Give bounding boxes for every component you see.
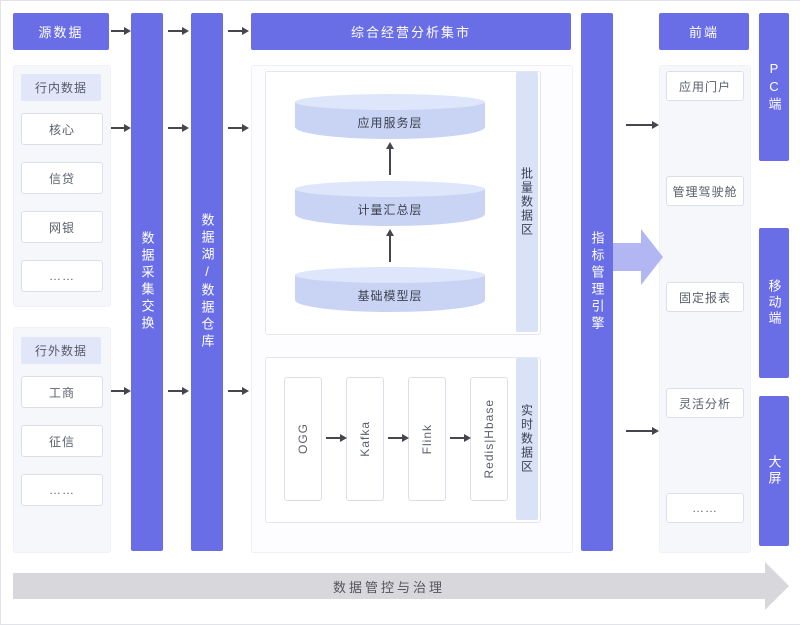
governance-label: 数据管控与治理: [332, 579, 445, 595]
frontend-item-cockpit: 管理驾驶舱: [666, 176, 744, 206]
arrow-up-icon: [386, 229, 394, 262]
frontend-item-flex-analysis: 灵活分析: [666, 388, 744, 418]
channel-bigscreen: 大屏: [759, 396, 789, 546]
source-item-ebank: 网银: [21, 211, 103, 243]
indicator-engine-label: 指标管理引擎: [589, 231, 605, 333]
source-item-core: 核心: [21, 113, 103, 145]
arrow-right-icon: [228, 387, 249, 395]
arrow-right-icon: [450, 434, 471, 442]
arrow-right-icon: [626, 121, 659, 129]
batch-zone-strip: 批量数据区: [516, 72, 538, 332]
arrow-right-icon: [111, 387, 131, 395]
frontend-header: 前端: [659, 13, 749, 50]
indicator-engine-bar: 指标管理引擎: [581, 13, 613, 551]
data-collection-bar: 数据采集交换: [131, 13, 163, 551]
source-item-creditinfo: 征信: [21, 425, 103, 457]
engine-to-frontend-arrowhead: [641, 229, 663, 285]
realtime-zone-label: 实时数据区: [519, 404, 534, 474]
frontend-item-portal: 应用门户: [666, 71, 744, 101]
realtime-component-kafka: Kafka: [346, 377, 384, 501]
channel-bigscreen-label: 大屏: [766, 455, 782, 487]
channel-mobile: 移动端: [759, 228, 789, 378]
realtime-component-label: Kafka: [358, 421, 372, 457]
arrow-right-icon: [326, 434, 347, 442]
arrow-right-icon: [111, 124, 131, 132]
data-lake-bar: 数据湖/数据仓库: [191, 13, 223, 551]
frontend-item-more: ……: [666, 493, 744, 523]
channel-mobile-label: 移动端: [766, 279, 782, 327]
data-lake-label: 数据湖/数据仓库: [199, 213, 215, 351]
realtime-component-label: Redis|Hbase: [482, 399, 496, 479]
arrow-right-icon: [168, 387, 189, 395]
source-item-more: ……: [21, 260, 103, 292]
source-data-header: 源数据: [13, 13, 109, 50]
batch-layer-measure-summary: 计量汇总层: [295, 181, 485, 226]
batch-layer-app-service: 应用服务层: [295, 94, 485, 139]
batch-zone-label: 批量数据区: [519, 167, 534, 237]
arrow-up-icon: [386, 142, 394, 175]
internal-data-label: 行内数据: [21, 74, 101, 101]
external-data-label: 行外数据: [21, 337, 101, 364]
arrow-right-icon: [388, 434, 409, 442]
arrow-right-icon: [168, 27, 189, 35]
realtime-component-redis-hbase: Redis|Hbase: [470, 377, 508, 501]
governance-arrowhead: [765, 562, 789, 610]
channel-pc-label: PC端: [766, 61, 782, 113]
data-collection-label: 数据采集交换: [139, 231, 155, 333]
governance-arrow: 数据管控与治理: [13, 573, 765, 599]
realtime-component-label: Flink: [420, 423, 434, 455]
arrow-right-icon: [626, 427, 659, 435]
arrow-right-icon: [168, 124, 189, 132]
source-item-business: 工商: [21, 376, 103, 408]
batch-layer-base-model: 基础模型层: [295, 267, 485, 312]
market-header: 综合经营分析集市: [251, 13, 571, 50]
arrow-right-icon: [228, 27, 249, 35]
arrow-right-icon: [111, 27, 131, 35]
arrow-right-icon: [228, 124, 249, 132]
frontend-item-fixed-report: 固定报表: [666, 282, 744, 312]
realtime-component-label: OGG: [296, 423, 310, 455]
channel-pc: PC端: [759, 13, 789, 161]
source-item-credit: 信贷: [21, 162, 103, 194]
realtime-component-ogg: OGG: [284, 377, 322, 501]
realtime-zone-strip: 实时数据区: [516, 358, 538, 520]
source-item-more2: ……: [21, 474, 103, 506]
realtime-component-flink: Flink: [408, 377, 446, 501]
